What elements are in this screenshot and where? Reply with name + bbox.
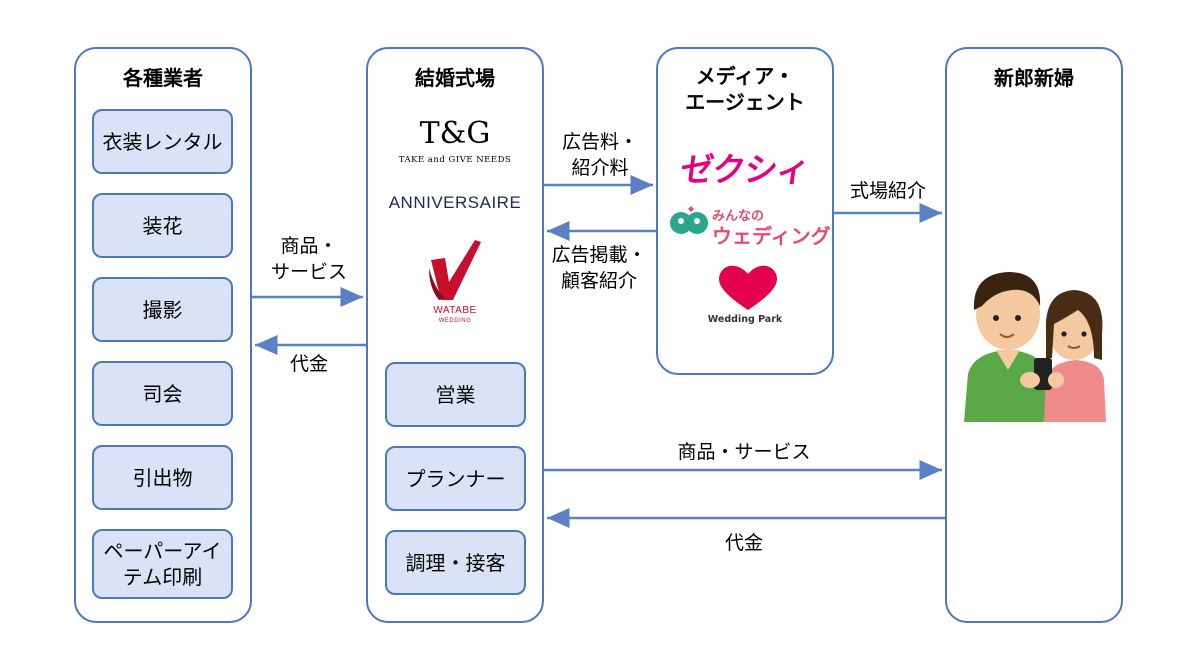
venue-role: 調理・接客 [385,530,526,595]
label-ad-fee: 広告料・ 紹介料 [561,131,638,179]
minna-logo: ウェディング [712,224,831,248]
minna-logo-mark [670,206,708,234]
media-title: メディア・ エージェント [685,64,805,114]
tg-logo-sub: TAKE and GIVE NEEDS [398,155,512,165]
label-payment-bottom: 代金 [724,532,763,554]
vendor-item: 司会 [92,361,233,426]
vendor-item: 引出物 [92,445,233,510]
label-venue-intro: 式場紹介 [849,180,926,202]
watabe-logo-mark [429,240,481,300]
venue-title: 結婚式場 [415,66,495,90]
anniversaire-logo: ANNIVERSAIRE [388,193,522,212]
heart-icon [719,265,777,310]
couple-illustration [964,272,1106,422]
label-ad-listing: 広告掲載・ 顧客紹介 [551,244,647,292]
watabe-logo: WATABE [433,305,477,316]
label-goods-services-left: 商品・ サービス [270,235,347,283]
venue-role: 営業 [385,362,526,427]
venue-panel: 結婚式場 [366,47,544,623]
vendor-item: 衣装レンタル [92,109,233,174]
vendor-item: ペーパーアイ テム印刷 [92,529,233,599]
label-payment-left: 代金 [289,353,328,375]
weddingpark-logo: Wedding Park [707,314,783,325]
watabe-logo-sub: WEDDING [438,318,472,324]
vendor-item: 撮影 [92,277,233,342]
vendor-item: 装花 [92,193,233,258]
tg-logo: T&G [419,116,491,151]
minna-logo-small: みんなの [712,209,765,224]
label-goods-services-bottom: 商品・サービス [677,441,811,463]
vendors-title: 各種業者 [123,66,203,90]
venue-role: プランナー [385,446,526,511]
couple-title: 新郎新婦 [994,66,1074,90]
media-panel: メディア・ エージェント [656,47,834,375]
